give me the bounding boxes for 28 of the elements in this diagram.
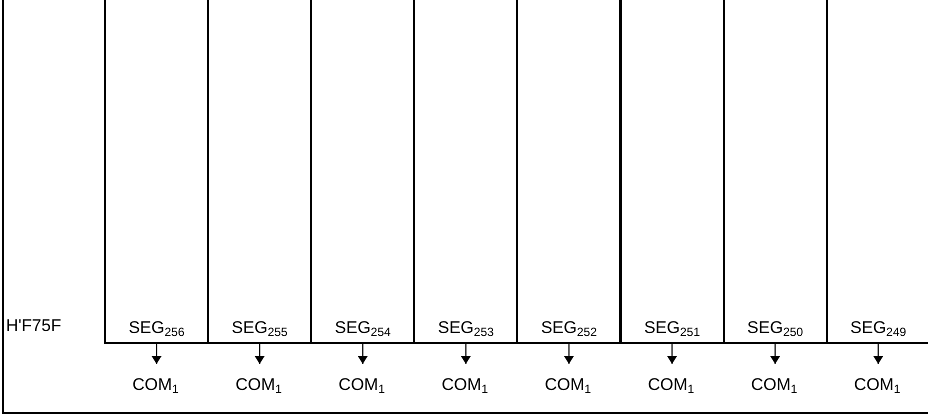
signal-name: COM$_{1}$ <box>854 375 900 395</box>
arrow <box>254 344 265 364</box>
signal-name: SEG$_{250}$ <box>747 318 804 338</box>
arrow <box>152 344 162 364</box>
signal-name: COM$_{1}$ <box>132 375 179 395</box>
arrow <box>460 344 471 364</box>
signal-name: SEG$_{254}$ <box>334 318 391 338</box>
segment-column <box>516 0 622 344</box>
signal-name: COM$_{1}$ <box>750 375 798 395</box>
arrow <box>873 344 884 364</box>
arrow <box>358 344 368 364</box>
signal-name: SEG$_{253}$ <box>438 318 494 338</box>
segment-column <box>620 0 725 344</box>
signal-name: SEG$_{255}$ <box>232 318 288 338</box>
signal-name: COM$_{1}$ <box>338 375 385 395</box>
signal-name: COM$_{1}$ <box>235 375 282 395</box>
arrow <box>564 344 574 364</box>
address-label: H'F75F <box>6 316 62 336</box>
signal-name: SEG$_{252}$ <box>540 318 597 338</box>
signal-name: COM$_{1}$ <box>544 375 592 395</box>
signal-name: SEG$_{256}$ <box>128 318 185 338</box>
signal-name: SEG$_{249}$ <box>850 318 906 338</box>
signal-name: COM$_{1}$ <box>442 375 488 395</box>
arrow <box>667 344 678 364</box>
signal-name: SEG$_{251}$ <box>644 318 700 338</box>
segment-column <box>104 0 210 344</box>
arrow <box>770 344 780 364</box>
signal-name: COM$_{1}$ <box>648 375 694 395</box>
